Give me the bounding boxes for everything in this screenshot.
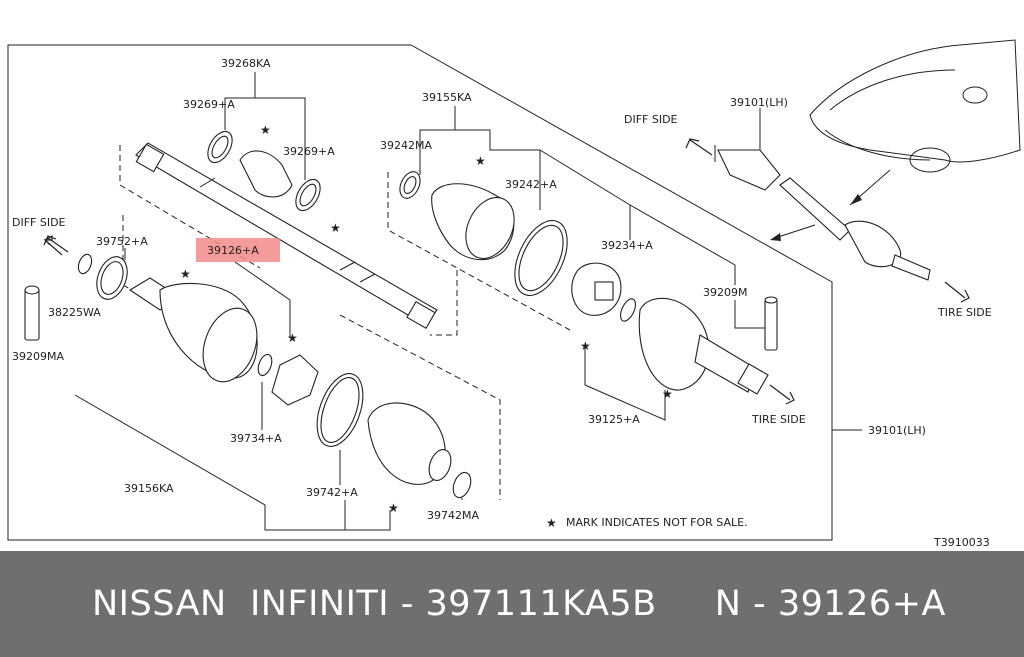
- svg-text:★: ★: [330, 221, 341, 235]
- outer-cv-joint: [638, 296, 778, 395]
- outer-boot-kit: [399, 171, 636, 322]
- label-39752A: 39752+A: [96, 235, 148, 248]
- label-39101LH-right: 39101(LH): [868, 424, 926, 437]
- label-39156KA: 39156KA: [124, 482, 174, 495]
- direction-arrows: [43, 138, 970, 405]
- svg-text:★: ★: [662, 387, 673, 401]
- exploded-parts-diagram: ★ ★ ★ ★ ★ ★ ★ ★ ★: [7, 39, 1021, 549]
- part-number-text: NISSAN INFINITI - 397111KA5B N - 39126+A: [92, 584, 946, 624]
- leader-39155KA-d: [629, 204, 736, 285]
- label-tire-side-mid: TIRE SIDE: [751, 413, 806, 426]
- label-39242A: 39242+A: [505, 178, 557, 191]
- label-38225WA: 38225WA: [48, 306, 101, 319]
- label-39101LH-top: 39101(LH): [730, 96, 788, 109]
- svg-text:★: ★: [388, 501, 399, 515]
- leader-39155KA-b: [455, 129, 541, 210]
- shaft-dash-upper: [119, 145, 261, 269]
- label-39125A: 39125+A: [588, 413, 640, 426]
- label-diff-side-left: DIFF SIDE: [12, 216, 66, 229]
- shaft-dash-lower: [430, 270, 458, 336]
- svg-text:★: ★: [546, 516, 557, 530]
- label-39269A-left: 39269+A: [183, 98, 235, 111]
- diagram-frame: [7, 44, 833, 541]
- label-39268KA: 39268KA: [221, 57, 271, 70]
- label-diff-side-top: DIFF SIDE: [624, 113, 678, 126]
- svg-text:★: ★: [287, 331, 298, 345]
- arrow-mid: [774, 224, 816, 239]
- intermediate-shaft: [135, 142, 438, 330]
- leader-39155KA: [419, 106, 456, 175]
- part-number-banner: NISSAN INFINITI - 397111KA5B N - 39126+A: [0, 551, 1024, 657]
- boot-left-dash: [339, 314, 501, 500]
- arrow-mid-head: [770, 233, 781, 241]
- label-figure-code: T3910033: [933, 536, 990, 549]
- svg-text:★: ★: [580, 339, 591, 353]
- upper-boot-kit: [207, 130, 321, 212]
- label-39155KA: 39155KA: [422, 91, 472, 104]
- label-39242MA: 39242MA: [380, 139, 432, 152]
- leader-39209M: [734, 300, 765, 329]
- label-39126A: 39126+A: [207, 244, 259, 257]
- label-39209MA: 39209MA: [12, 350, 64, 363]
- svg-text:★: ★: [180, 267, 191, 281]
- leader-39156KA: [74, 394, 391, 531]
- not-for-sale-marks: ★ ★ ★ ★ ★ ★ ★ ★ ★: [180, 123, 673, 530]
- vehicle-illustration: [809, 39, 1021, 206]
- svg-text:★: ★: [475, 154, 486, 168]
- svg-text:★: ★: [260, 123, 271, 137]
- label-39269A-right: 39269+A: [283, 145, 335, 158]
- label-39209M: 39209M: [703, 286, 747, 299]
- label-tire-side-right: TIRE SIDE: [937, 306, 992, 319]
- leader-39126A: [234, 261, 291, 338]
- label-39234A: 39234+A: [601, 239, 653, 252]
- label-39734A: 39734+A: [230, 432, 282, 445]
- driveshaft-assembly-small: [714, 145, 931, 281]
- leader-39125A: [584, 345, 666, 421]
- label-mark-note: MARK INDICATES NOT FOR SALE.: [566, 516, 748, 529]
- inner-joint: [24, 253, 472, 499]
- highlight-39126A: [196, 238, 280, 262]
- label-39742MA: 39742MA: [427, 509, 479, 522]
- label-39742A: 39742+A: [306, 486, 358, 499]
- leader-39268KA-b: [255, 97, 306, 180]
